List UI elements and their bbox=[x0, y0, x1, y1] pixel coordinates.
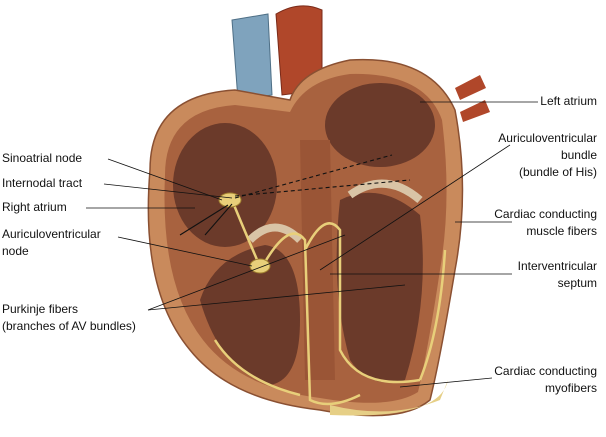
apex-fat bbox=[330, 380, 448, 416]
superior-vena-cava bbox=[231, 13, 273, 101]
label-av-bundle-line2: bundle bbox=[560, 148, 597, 162]
label-myo-line2: myofibers bbox=[544, 381, 597, 395]
label-purkinje-line2: (branches of AV bundles) bbox=[2, 319, 136, 333]
label-left-atrium: Left atrium bbox=[540, 94, 597, 108]
label-purkinje-line1: Purkinje fibers bbox=[2, 302, 79, 316]
leader-lines bbox=[86, 101, 538, 388]
label-right-atrium: Right atrium bbox=[2, 200, 67, 214]
left-atrium-chamber bbox=[325, 83, 435, 167]
impulse-arrows bbox=[179, 154, 411, 236]
label-av-bundle: Auriculoventricular bundle (bundle of Hi… bbox=[498, 130, 597, 181]
label-av-bundle-line3: (bundle of His) bbox=[518, 165, 597, 179]
sinoatrial-node bbox=[218, 192, 242, 208]
label-septum: Interventricular septum bbox=[518, 258, 597, 292]
valves bbox=[247, 179, 423, 243]
right-ventricle-chamber bbox=[200, 245, 300, 385]
label-myofibers: Cardiac conducting myofibers bbox=[494, 363, 597, 397]
label-sinoatrial-node: Sinoatrial node bbox=[2, 151, 83, 165]
right-atrium-chamber bbox=[173, 123, 277, 247]
label-muscle-line2: muscle fibers bbox=[526, 224, 597, 238]
label-septum-line1: Interventricular bbox=[517, 259, 597, 273]
av-node bbox=[249, 258, 271, 274]
label-internodal-tract: Internodal tract bbox=[2, 176, 83, 190]
label-muscle-line1: Cardiac conducting bbox=[494, 207, 597, 221]
label-av-node: Auriculoventricular node bbox=[2, 226, 101, 260]
label-myo-line1: Cardiac conducting bbox=[494, 364, 597, 378]
label-muscle-fibers: Cardiac conducting muscle fibers bbox=[494, 206, 597, 240]
label-av-node-line2: node bbox=[2, 244, 29, 258]
label-av-bundle-line1: Auriculoventricular bbox=[498, 131, 597, 145]
label-septum-line2: septum bbox=[557, 276, 597, 290]
label-av-node-line1: Auriculoventricular bbox=[2, 227, 101, 241]
label-purkinje-fibers: Purkinje fibers (branches of AV bundles) bbox=[2, 301, 136, 335]
pulmonary-veins bbox=[455, 75, 490, 122]
